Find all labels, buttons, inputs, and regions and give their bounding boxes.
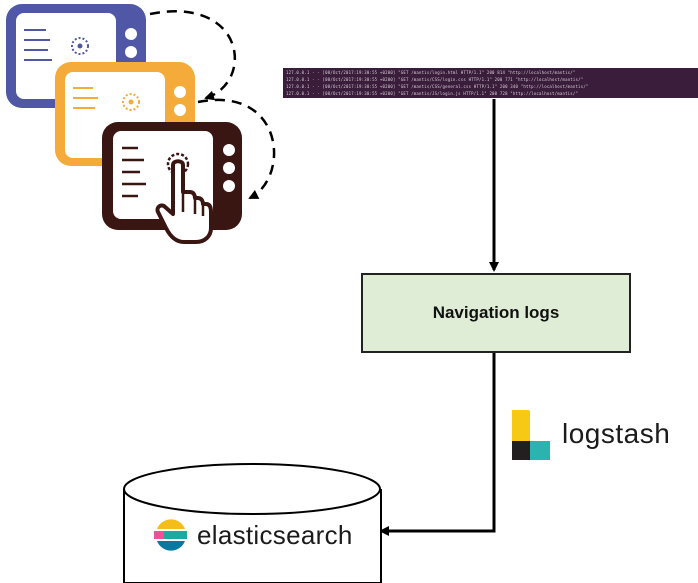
dashed-arrow-2 — [197, 98, 276, 200]
elasticsearch-label: elasticsearch — [197, 520, 353, 550]
elasticsearch-logo-icon — [154, 519, 187, 551]
log-line: 127.0.0.1 - - [08/Oct/2017:19:30:55 +020… — [286, 84, 589, 89]
log-line: 127.0.0.1 - - [08/Oct/2017:19:30:55 +020… — [286, 70, 576, 75]
pointing-hand-icon — [155, 159, 213, 244]
navigation-logs-label: Navigation logs — [432, 303, 560, 322]
elasticsearch-database — [123, 463, 382, 583]
log-line: 127.0.0.1 - - [08/Oct/2017:19:30:55 +020… — [286, 77, 584, 82]
log-line: 127.0.0.1 - - [08/Oct/2017:19:30:55 +020… — [286, 91, 579, 96]
logstash-label: logstash — [562, 418, 671, 449]
access-log-strip: 127.0.0.1 - - [08/Oct/2017:19:30:55 +020… — [283, 68, 698, 98]
dashed-arrow-1 — [149, 10, 237, 101]
logstash-logo-icon — [512, 410, 550, 460]
arrow-box-to-elasticsearch — [379, 353, 496, 536]
navigation-logs-box: Navigation logs — [361, 273, 631, 353]
